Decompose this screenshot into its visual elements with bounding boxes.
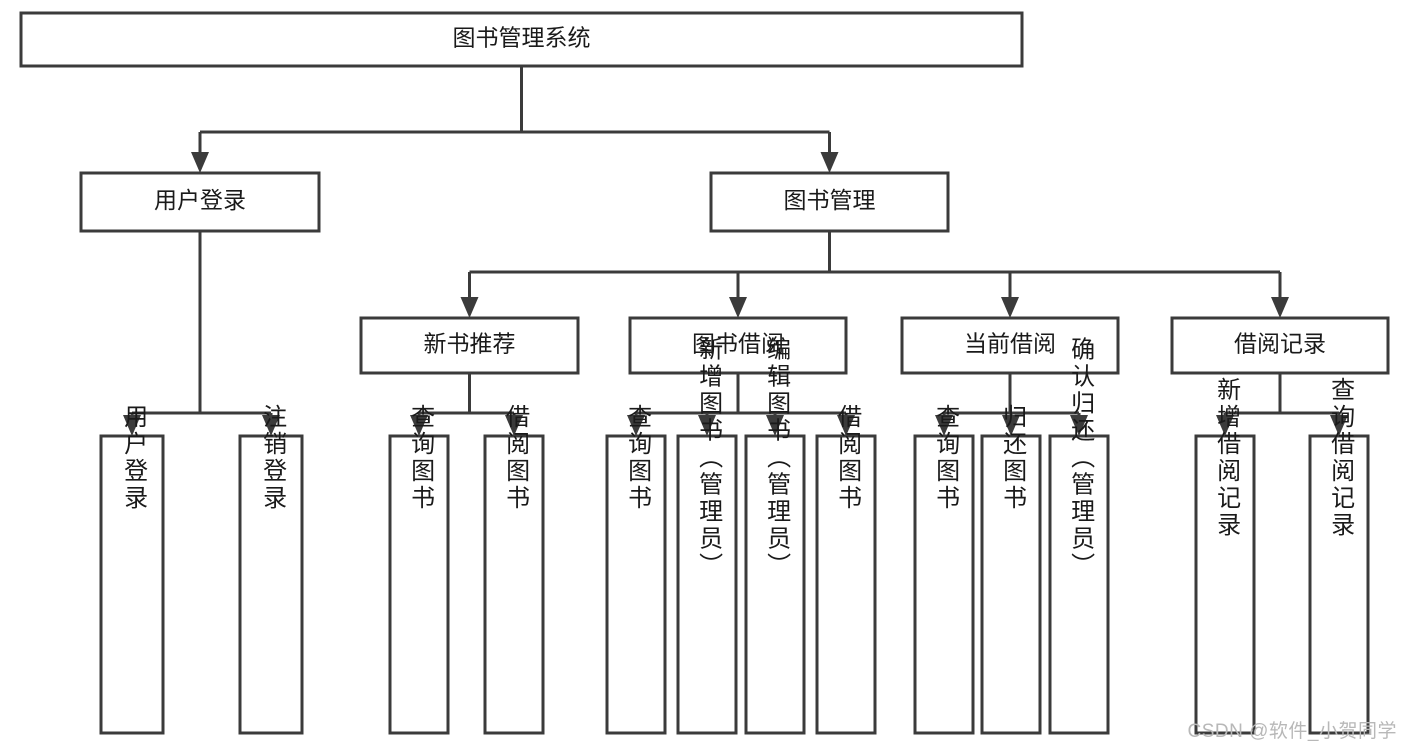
arrow-head-leaf-add-record [1216, 415, 1234, 436]
arrow-head-new-book-rec [460, 297, 479, 318]
arrow-head-leaf-add-book [698, 415, 716, 436]
node-label-leaf-confirm-return: 确认归还（管理员） [1067, 337, 1095, 580]
node-box-user-login[interactable] [79, 171, 321, 233]
node-layer: 图书管理系统用户登录图书管理新书推荐图书借阅当前借阅借阅记录用户登录注销登录查询… [19, 11, 1390, 735]
node-box-leaf-add-record[interactable] [1194, 434, 1256, 735]
node-box-borrow-record[interactable] [1170, 316, 1390, 375]
arrow-head-leaf-logout [262, 415, 280, 436]
arrow-head-leaf-borrow-book [837, 415, 855, 436]
node-box-book-manage[interactable] [709, 171, 950, 233]
node-label-leaf-return-book: 归还图书 [999, 404, 1027, 512]
node-leaf-confirm-return[interactable]: 确认归还（管理员） [1048, 337, 1110, 735]
node-label-leaf-borrow-book: 借阅图书 [834, 404, 862, 512]
node-label-leaf-borrow-book-rec: 借阅图书 [502, 404, 530, 512]
node-label-leaf-edit-book: 编辑图书（管理员） [763, 337, 791, 580]
node-leaf-return-book[interactable]: 归还图书 [980, 404, 1042, 735]
arrow-head-borrow-record [1271, 297, 1289, 318]
node-leaf-query-book-rec[interactable]: 查询图书 [388, 404, 450, 735]
node-box-leaf-query-book-rec[interactable] [388, 434, 450, 735]
node-label-root: 图书管理系统 [453, 25, 591, 51]
node-label-leaf-add-record: 新增借阅记录 [1213, 377, 1241, 539]
node-label-leaf-query-book-rec: 查询图书 [407, 404, 435, 512]
node-box-leaf-user-login[interactable] [99, 434, 165, 735]
node-label-book-manage: 图书管理 [784, 187, 876, 213]
node-box-leaf-query-book-borrow[interactable] [605, 434, 667, 735]
node-box-leaf-confirm-return[interactable] [1048, 434, 1110, 735]
node-book-manage[interactable]: 图书管理 [709, 171, 950, 233]
node-box-new-book-rec[interactable] [359, 316, 580, 375]
arrow-head-user-login [191, 152, 209, 173]
node-box-leaf-query-record[interactable] [1308, 434, 1370, 735]
node-box-leaf-add-book[interactable] [676, 434, 738, 735]
node-root[interactable]: 图书管理系统 [19, 11, 1024, 68]
node-label-leaf-query-record: 查询借阅记录 [1327, 377, 1355, 539]
node-box-leaf-return-book[interactable] [980, 434, 1042, 735]
node-label-user-login: 用户登录 [154, 187, 246, 213]
node-label-leaf-logout: 注销登录 [259, 404, 287, 512]
connector-layer [123, 66, 1348, 436]
node-label-leaf-add-book: 新增图书（管理员） [695, 337, 723, 580]
arrow-head-leaf-return-book [1002, 415, 1020, 436]
node-leaf-query-record[interactable]: 查询借阅记录 [1308, 377, 1370, 735]
node-new-book-rec[interactable]: 新书推荐 [359, 316, 580, 375]
node-label-new-book-rec: 新书推荐 [424, 331, 516, 357]
node-current-borrow[interactable]: 当前借阅 [900, 316, 1120, 375]
node-leaf-edit-book[interactable]: 编辑图书（管理员） [744, 337, 806, 735]
node-label-leaf-query-book-borrow: 查询图书 [624, 404, 652, 512]
arrow-head-leaf-query-book-cur [935, 415, 953, 436]
arrow-head-leaf-edit-book [766, 415, 784, 436]
node-box-current-borrow[interactable] [900, 316, 1120, 375]
node-user-login[interactable]: 用户登录 [79, 171, 321, 233]
arrow-head-leaf-user-login [123, 415, 141, 436]
node-box-leaf-borrow-book-rec[interactable] [483, 434, 545, 735]
node-label-leaf-query-book-cur: 查询图书 [932, 404, 960, 512]
node-leaf-user-login[interactable]: 用户登录 [99, 404, 165, 735]
node-leaf-borrow-book[interactable]: 借阅图书 [815, 404, 877, 735]
node-label-book-borrow: 图书借阅 [692, 331, 784, 357]
node-leaf-add-book[interactable]: 新增图书（管理员） [676, 337, 738, 735]
csdn-watermark: CSDN @软件_小贺同学 [1187, 721, 1397, 742]
arrow-head-book-borrow [729, 297, 747, 318]
arrow-head-leaf-query-record [1330, 415, 1348, 436]
arrow-head-leaf-borrow-book-rec [505, 415, 523, 436]
node-leaf-query-book-borrow[interactable]: 查询图书 [605, 404, 667, 735]
node-leaf-query-book-cur[interactable]: 查询图书 [913, 404, 975, 735]
node-label-borrow-record: 借阅记录 [1234, 331, 1326, 357]
arrow-head-book-manage [820, 152, 839, 173]
node-box-leaf-logout[interactable] [238, 434, 304, 735]
node-label-current-borrow: 当前借阅 [964, 331, 1056, 357]
node-label-leaf-user-login: 用户登录 [120, 404, 148, 512]
arrow-head-leaf-confirm-return [1070, 415, 1088, 436]
node-leaf-logout[interactable]: 注销登录 [238, 404, 304, 735]
node-box-leaf-query-book-cur[interactable] [913, 434, 975, 735]
node-box-leaf-edit-book[interactable] [744, 434, 806, 735]
arrow-head-current-borrow [1001, 297, 1019, 318]
arrow-head-leaf-query-book-borrow [627, 415, 645, 436]
node-borrow-record[interactable]: 借阅记录 [1170, 316, 1390, 375]
node-leaf-borrow-book-rec[interactable]: 借阅图书 [483, 404, 545, 735]
node-book-borrow[interactable]: 图书借阅 [628, 316, 848, 375]
node-leaf-add-record[interactable]: 新增借阅记录 [1194, 377, 1256, 735]
arrow-head-leaf-query-book-rec [410, 415, 428, 436]
node-box-book-borrow[interactable] [628, 316, 848, 375]
node-box-leaf-borrow-book[interactable] [815, 434, 877, 735]
node-box-root[interactable] [19, 11, 1024, 68]
